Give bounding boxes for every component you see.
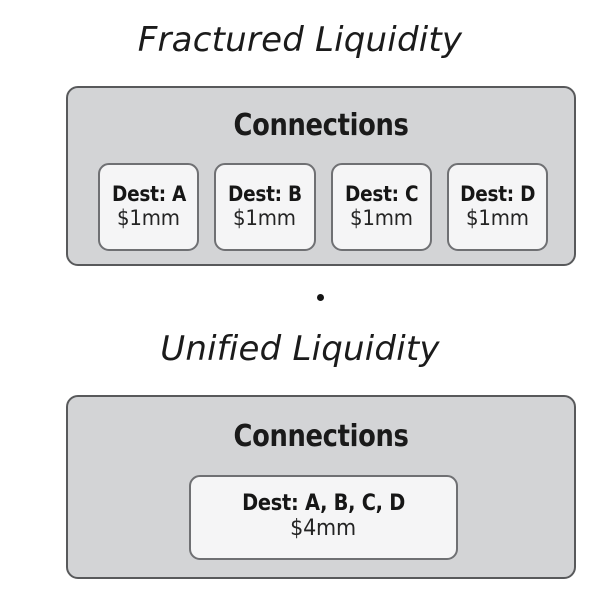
connections-panel-fractured: Connections Dest: A $1mm Dest: B $1mm De… xyxy=(66,86,576,266)
section-title-fractured: Fractured Liquidity xyxy=(137,20,463,60)
destination-card[interactable]: Dest: A $1mm xyxy=(98,163,200,251)
panel-heading-connections-fractured: Connections xyxy=(233,108,409,143)
destination-card[interactable]: Dest: A, B, C, D $4mm xyxy=(189,475,458,560)
destination-label: Dest: D xyxy=(459,181,535,206)
destination-card-row-unified: Dest: A, B, C, D $4mm xyxy=(189,475,458,560)
destination-card-row-fractured: Dest: A $1mm Dest: B $1mm Dest: C $1mm D… xyxy=(98,163,548,251)
destination-amount: $1mm xyxy=(117,205,181,230)
connections-panel-unified: Connections Dest: A, B, C, D $4mm xyxy=(66,395,576,579)
section-title-unified: Unified Liquidity xyxy=(160,329,440,369)
destination-label: Dest: B xyxy=(227,181,302,206)
destination-label: Dest: A xyxy=(111,181,186,206)
destination-label: Dest: C xyxy=(344,181,418,206)
destination-amount: $1mm xyxy=(465,205,529,230)
destination-card[interactable]: Dest: C $1mm xyxy=(330,163,432,251)
destination-card[interactable]: Dest: D $1mm xyxy=(446,163,548,251)
destination-label: Dest: A, B, C, D xyxy=(242,491,405,517)
destination-card[interactable]: Dest: B $1mm xyxy=(214,163,316,251)
destination-amount: $1mm xyxy=(349,205,413,230)
panel-heading-connections-unified: Connections xyxy=(233,419,409,454)
destination-amount: $4mm xyxy=(290,515,357,541)
bullet-dot-icon xyxy=(317,294,324,301)
destination-amount: $1mm xyxy=(233,205,297,230)
